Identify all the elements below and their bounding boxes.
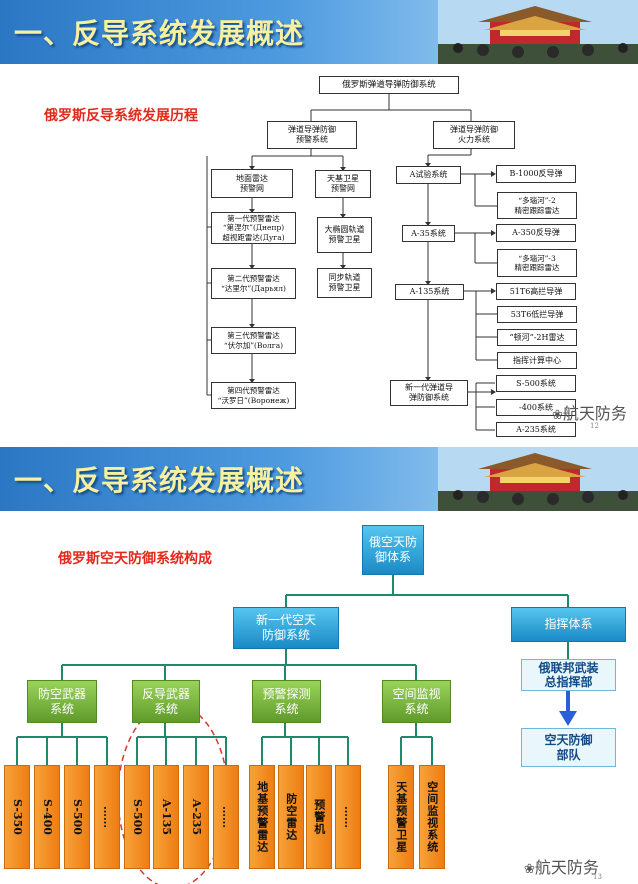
slide-separator xyxy=(0,437,638,447)
node-a350: A-350反导弹 xyxy=(496,224,576,242)
node-early-warning: 预警探测 系统 xyxy=(252,680,321,723)
item-space-monitor: 空间监视系统 xyxy=(419,765,445,869)
wechat-icon: ❀ xyxy=(552,408,563,423)
node-fire-system: 弹道导弹防御 火力系统 xyxy=(433,121,515,149)
item-air-defense-radar: 防空雷达 xyxy=(278,765,304,869)
item-ew-more: …… xyxy=(335,765,361,869)
item-space-satellite: 天基预警卫星 xyxy=(388,765,414,869)
node-a135: A-135系统 xyxy=(395,284,464,300)
slide-2-banner: 一、反导系统发展概述 xyxy=(0,447,638,511)
item-air-more: …… xyxy=(94,765,120,869)
item-md-more: …… xyxy=(213,765,239,869)
node-missile-defense-weapons: 反导武器 系统 xyxy=(132,680,200,723)
node-radar-net: 地面雷达 预警网 xyxy=(211,169,293,198)
node-s500: S-500系统 xyxy=(496,375,576,392)
wechat-icon: ❀ xyxy=(524,862,535,877)
banner-title: 一、反导系统发展概述 xyxy=(14,17,305,50)
node-geo-satellite: 同步轨道 预警卫星 xyxy=(317,268,372,298)
node-armed-forces-hq: 俄联邦武装 总指挥部 xyxy=(521,659,616,691)
node-dunai2: “多瑙河”-2 精密跟踪雷达 xyxy=(497,192,577,219)
node-radar-gen2: 第二代预警雷达 “达里尔”(Дарьял) xyxy=(211,268,296,299)
watermark: ❀航天防务 xyxy=(552,404,627,423)
banner-title: 一、反导系统发展概述 xyxy=(14,464,305,497)
node-51t6: 51T6高拦导弹 xyxy=(496,283,576,300)
node-a35: A-35系统 xyxy=(402,225,455,242)
node-new-generation: 新一代弹道导 弹防御系统 xyxy=(390,380,468,406)
node-s400: -400系统 xyxy=(496,399,576,416)
slide-2-connectors xyxy=(16,574,577,884)
item-a135: A-135 xyxy=(153,765,179,869)
section-title: 俄罗斯反导系统发展历程 xyxy=(44,108,198,124)
node-air-defense-weapons: 防空武器 系统 xyxy=(27,680,97,723)
item-awacs: 预警机 xyxy=(306,765,332,869)
node-aerospace-forces: 空天防御 部队 xyxy=(521,728,616,767)
item-s350: S-350 xyxy=(4,765,30,869)
node-aerospace-defense: 俄空天防 御体系 xyxy=(362,525,424,575)
node-sat-net: 天基卫星 预警网 xyxy=(315,170,371,198)
tiananmen-image xyxy=(438,447,638,511)
node-heo-satellite: 大椭圆轨道 预警卫星 xyxy=(317,217,372,253)
node-warning-system: 弹道导弹防御 预警系统 xyxy=(267,121,357,149)
item-s500: S-500 xyxy=(64,765,90,869)
tiananmen-image xyxy=(438,0,638,64)
slide-1-connectors xyxy=(206,93,497,431)
node-53t6: 53T6低拦导弹 xyxy=(497,306,577,323)
page-number: 12 xyxy=(590,422,599,430)
node-radar-gen3: 第三代预警雷达 “伏尔加”(Волга) xyxy=(211,327,296,354)
node-dunai3: “多瑙河”-3 精密跟踪雷达 xyxy=(497,249,577,277)
node-new-gen-defense: 新一代空天 防御系统 xyxy=(233,607,339,649)
node-a-test: A试验系统 xyxy=(396,166,461,184)
node-don2n: “顿河”-2H雷达 xyxy=(497,329,577,346)
node-radar-gen4: 第四代预警雷达 “沃罗日”(Воронеж) xyxy=(211,382,296,409)
node-command-center: 指挥计算中心 xyxy=(497,352,577,369)
slide-1: 一、反导系统发展概述 俄罗斯反导系统发展历程 xyxy=(0,0,638,437)
node-root: 俄罗斯弹道导弹防御系统 xyxy=(319,76,459,94)
watermark: ❀航天防务 xyxy=(524,858,599,877)
node-space-surveillance: 空间监视 系统 xyxy=(382,680,451,723)
node-b1000: B-1000反导弹 xyxy=(496,165,576,183)
item-s400: S-400 xyxy=(34,765,60,869)
page-number: 13 xyxy=(593,873,602,881)
section-title: 俄罗斯空天防御系统构成 xyxy=(58,551,212,567)
node-radar-gen1: 第一代预警雷达 “第涅尔”(Днепр) 超视距雷达(Дуга) xyxy=(211,212,296,244)
item-a235: A-235 xyxy=(183,765,209,869)
item-md-s500: S-500 xyxy=(124,765,150,869)
node-command-system: 指挥体系 xyxy=(511,607,626,642)
node-a235: A-235系统 xyxy=(496,422,576,437)
item-ground-radar: 地基预警雷达 xyxy=(249,765,275,869)
slide-1-banner: 一、反导系统发展概述 xyxy=(0,0,638,64)
slide-2: 一、反导系统发展概述 俄罗斯空天防御系统构成 xyxy=(0,447,638,884)
